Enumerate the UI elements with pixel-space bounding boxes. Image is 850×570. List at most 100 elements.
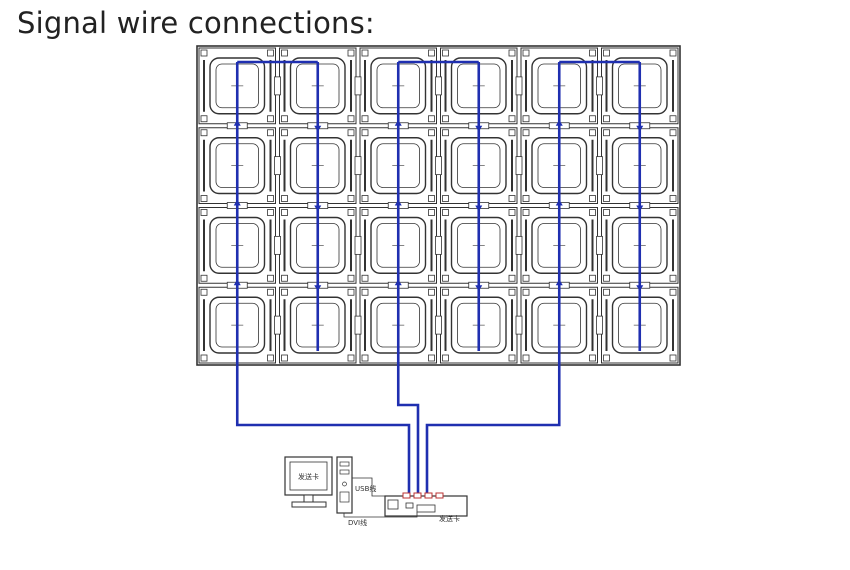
cabinet-corner-lock [347, 274, 355, 282]
cabinet-corner-lock [603, 288, 610, 296]
cabinet-corner-lock [347, 209, 355, 216]
cabinet-corner-lock [669, 274, 677, 282]
cabinet-corner-lock [428, 209, 435, 216]
cabinet-corner-lock [200, 288, 208, 296]
cable-arrow-down [314, 205, 322, 212]
cabinet-corner-lock [200, 49, 208, 57]
cabinet-joint-clip [435, 315, 442, 335]
cabinet-corner-lock [281, 354, 288, 362]
cabinet-corner-lock [428, 354, 435, 362]
cabinet-corner-lock [522, 209, 530, 216]
cable-arrow-up [394, 279, 402, 286]
cabinet-corner-lock [589, 354, 596, 362]
cabinet-corner-lock [267, 129, 274, 137]
usb-cable: USB线 [352, 477, 388, 497]
cabinet-corner-lock [281, 274, 288, 282]
sender-card-box: 发送卡 [384, 492, 468, 523]
cable-arrow-up [394, 199, 402, 206]
cabinet-corner-lock [522, 288, 530, 296]
cabinet-corner-lock [589, 49, 596, 57]
cabinet-corner-lock [347, 288, 355, 296]
cabinet-corner-lock [589, 195, 596, 202]
cabinet-corner-lock [200, 209, 208, 216]
cabinet-corner-lock [442, 129, 449, 137]
cabinet-corner-lock [589, 288, 596, 296]
cabinet-corner-lock [589, 209, 596, 216]
cabinet-joint-clip [274, 315, 281, 335]
cabinet-corner-lock [442, 274, 449, 282]
cable-arrow-up [233, 119, 241, 126]
cable-arrow-up [394, 119, 402, 126]
cabinet-corner-lock [669, 195, 677, 202]
cabinet-corner-lock [428, 288, 435, 296]
cabinet-corner-lock [522, 354, 530, 362]
cabinet-corner-lock [361, 209, 369, 216]
cabinet-corner-lock [669, 49, 677, 57]
cabinet-corner-lock [428, 49, 435, 57]
cabinet-corner-lock [603, 115, 610, 123]
cabinet-corner-lock [267, 209, 274, 216]
cabinet-corner-lock [361, 354, 369, 362]
dvi-cable: DVI线 [343, 512, 418, 527]
cabinet-joint-clip [596, 315, 603, 335]
cabinet-joint-clip [354, 156, 362, 176]
cable-arrow-down [636, 285, 644, 292]
cabinet-corner-lock [267, 354, 274, 362]
cabinet-corner-lock [361, 288, 369, 296]
cabinet-corner-lock [508, 288, 516, 296]
cabinet-corner-lock [281, 288, 288, 296]
cabinet-corner-lock [281, 195, 288, 202]
cabinet-corner-lock [428, 274, 435, 282]
cabinet-corner-lock [281, 49, 288, 57]
cabinet-joint-clip [354, 235, 362, 255]
cabinet-corner-lock [603, 195, 610, 202]
cabinet-corner-lock [267, 115, 274, 123]
led-cabinet-grid [196, 45, 681, 366]
cable-arrow-up [555, 119, 563, 126]
cabinet-corner-lock [347, 129, 355, 137]
cabinet-corner-lock [669, 129, 677, 137]
cabinet-corner-lock [267, 288, 274, 296]
cabinet-corner-lock [361, 274, 369, 282]
cabinet-corner-lock [442, 195, 449, 202]
cabinet-joint-clip [596, 156, 603, 176]
dvi-cable-label: DVI线 [348, 518, 367, 527]
cabinet-corner-lock [200, 129, 208, 137]
cabinet-corner-lock [669, 288, 677, 296]
page-title: Signal wire connections: [17, 6, 375, 40]
cabinet-corner-lock [603, 354, 610, 362]
cabinet-joint-clip [515, 235, 523, 255]
cabinet-corner-lock [589, 129, 596, 137]
cabinet-joint-clip [274, 156, 281, 176]
cabinet-corner-lock [281, 209, 288, 216]
monitor-icon: 发送卡 [284, 456, 333, 508]
cabinet-joint-clip [435, 235, 442, 255]
cabinet-corner-lock [428, 195, 435, 202]
cabinet-corner-lock [267, 274, 274, 282]
cabinet-corner-lock [200, 115, 208, 123]
usb-cable-label: USB线 [355, 484, 376, 493]
cabinet-joint-clip [515, 315, 523, 335]
cabinet-corner-lock [508, 49, 516, 57]
cabinet-joint-clip [515, 76, 523, 96]
cabinet-joint-clip [515, 156, 523, 176]
cabinet-corner-lock [508, 129, 516, 137]
cable-arrow-down [314, 125, 322, 132]
cabinet-corner-lock [508, 115, 516, 123]
cable-arrow-down [314, 285, 322, 292]
cabinet-joint-clip [596, 235, 603, 255]
cabinet-joint-clip [435, 76, 442, 96]
cabinet-corner-lock [603, 49, 610, 57]
cable-arrow-up [233, 199, 241, 206]
cabinet-corner-lock [522, 49, 530, 57]
cable-arrow-down [636, 125, 644, 132]
cabinet-corner-lock [347, 115, 355, 123]
cabinet-corner-lock [267, 49, 274, 57]
cabinet-corner-lock [347, 49, 355, 57]
cable-arrow-down [636, 205, 644, 212]
cabinet-corner-lock [267, 195, 274, 202]
cabinet-joint-clip [274, 76, 281, 96]
cabinet-corner-lock [442, 288, 449, 296]
cabinet-corner-lock [603, 209, 610, 216]
cabinet-corner-lock [361, 49, 369, 57]
